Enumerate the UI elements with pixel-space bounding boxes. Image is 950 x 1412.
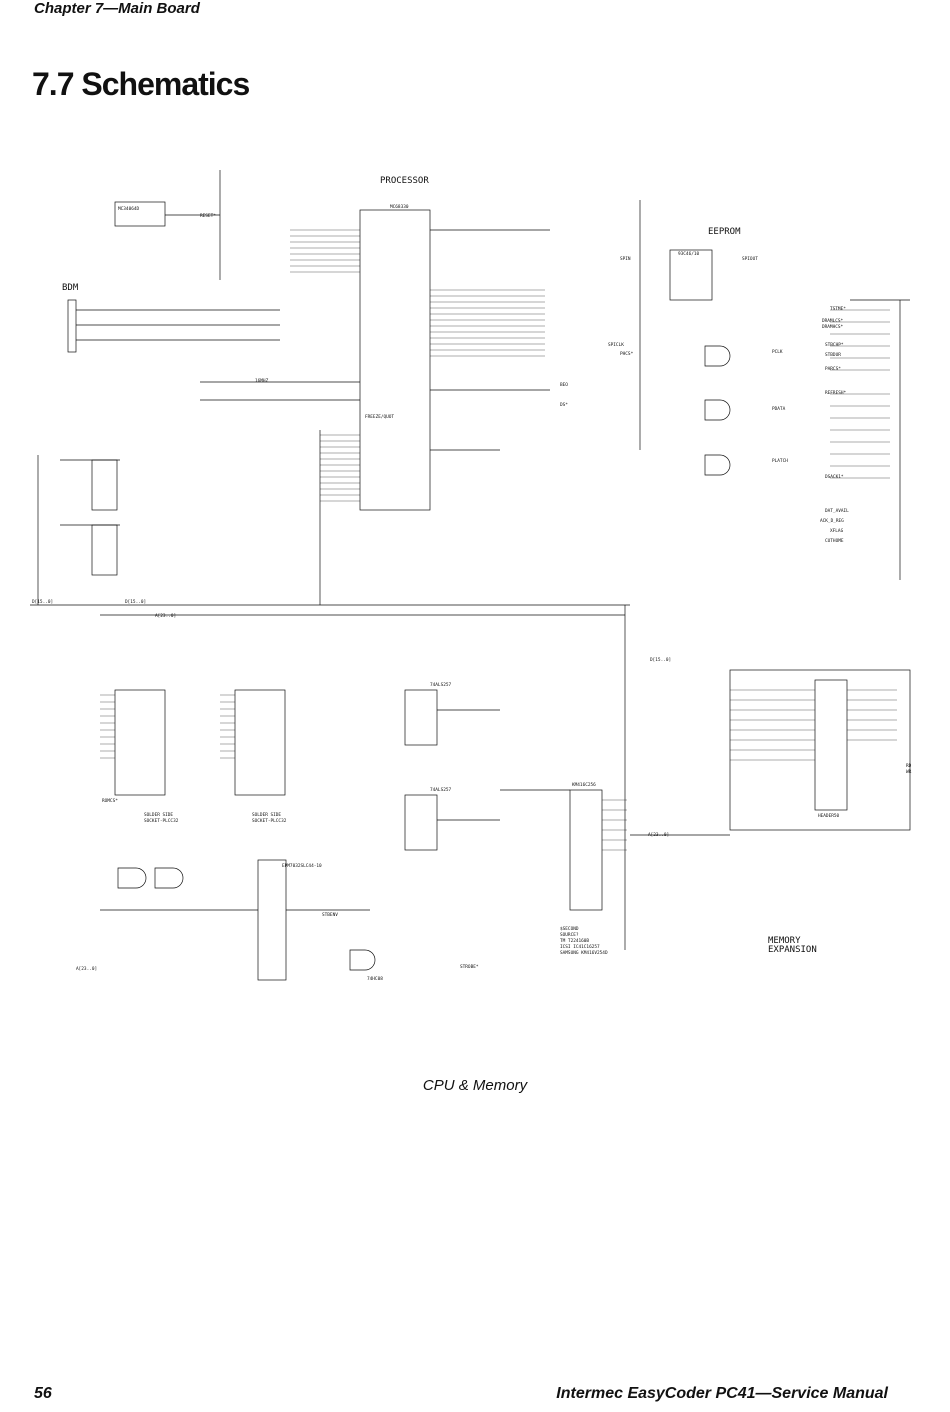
net-stbchp: STBCHP* (825, 342, 844, 348)
net-freeze: FREEZE/QUOT (365, 414, 394, 420)
memory-expansion-label-2: EXPANSION (768, 945, 817, 955)
net-pclk: PCLK (772, 349, 783, 355)
dram-alt-samsung: SAMSUNG KM416V254D (560, 950, 608, 956)
connector-part: HEADER50 (818, 813, 840, 819)
net-ack-d-reg: ACK_D_REG (820, 518, 844, 524)
net-spiout: SPIOUT (742, 256, 758, 262)
net-stbdur: STBDUR (825, 352, 841, 358)
dram-note-2: SOURCE? (560, 932, 579, 938)
mux1-part: 74ALS257 (430, 682, 452, 688)
dram-part: KM416C256 (572, 782, 596, 788)
net-dramhcs: DRAMHCS* (822, 324, 844, 330)
memory-expansion-label: MEMORY (768, 936, 801, 946)
net-dat-avail: DAT_AVAIL (825, 508, 849, 514)
net-strobe: STROBE* (460, 964, 479, 970)
dram-note-1: $SECOND (560, 926, 579, 932)
mcu-part: MC68330 (390, 204, 409, 210)
eeprom-label: EEPROM (708, 227, 741, 237)
net-stbenv: STBENV (322, 912, 338, 918)
bdm-label: BDM (62, 283, 79, 293)
net-beo: BEO (560, 382, 568, 388)
net-a-bus-2: A[23..0] (76, 966, 97, 972)
net-reset: RESET* (200, 213, 216, 219)
eeprom-part: 93C46/10 (678, 251, 700, 257)
mux2-part: 74ALS257 (430, 787, 452, 793)
net-romcs: ROMCS* (102, 798, 118, 804)
net-rd: RD (906, 763, 912, 769)
net-a-bus: A[23..0] (155, 613, 176, 619)
pld-part: EPM7032SLC44-10 (282, 863, 322, 869)
page-title: 7.7 Schematics (32, 66, 250, 102)
net-a-bus-3: A[23..0] (648, 832, 669, 838)
chapter-header: Chapter 7—Main Board (34, 0, 200, 17)
net-spin: SPIN (620, 256, 631, 262)
dram-alt-icsi: ICSI IC41C16257 (560, 944, 600, 950)
net-tstme: TSTME* (830, 306, 846, 312)
reset-ic-part: MC34064D (118, 206, 140, 212)
net-dramlcs: DRAMLCS* (822, 318, 844, 324)
dram-alt-tm: TM T224160B (560, 938, 589, 944)
net-parcs: PARCS* (825, 366, 841, 372)
net-spiclk: SPICLK (608, 342, 624, 348)
net-cuthome: CUTHOME (825, 538, 844, 544)
gate-u17-part: 74HC08 (367, 976, 383, 982)
net-pdata: PDATA (772, 406, 786, 412)
net-d-bus-2: D[15..0] (125, 599, 146, 605)
net-d-bus: D[15..0] (32, 599, 53, 605)
net-phcs: PHCS* (620, 351, 634, 357)
socket1-label-b: SOCKET-PLCC32 (144, 818, 179, 824)
socket2-label-b: SOCKET-PLCC32 (252, 818, 287, 824)
processor-label: PROCESSOR (380, 176, 429, 186)
net-xflag: XFLAG (830, 528, 844, 534)
socket1-label: SOLDER SIDE (144, 812, 173, 818)
net-platch: PLATCH (772, 458, 788, 464)
net-dsack: DSACK1* (825, 474, 844, 480)
net-refresh: REFRESH* (825, 390, 847, 396)
cpu-memory-schematic: PROCESSOR EEPROM BDM MEMORY EXPANSION MC… (30, 170, 912, 982)
net-ds: DS* (560, 402, 568, 408)
manual-title: Intermec EasyCoder PC41—Service Manual (556, 1385, 888, 1402)
socket2-label: SOLDER SIDE (252, 812, 281, 818)
net-wr: WR (906, 769, 912, 775)
figure-caption: CPU & Memory (422, 1077, 528, 1094)
net-d-bus-right: D[15..0] (650, 657, 671, 663)
net-16mhz: 16MHZ (255, 378, 269, 384)
page-number: 56 (34, 1385, 52, 1402)
